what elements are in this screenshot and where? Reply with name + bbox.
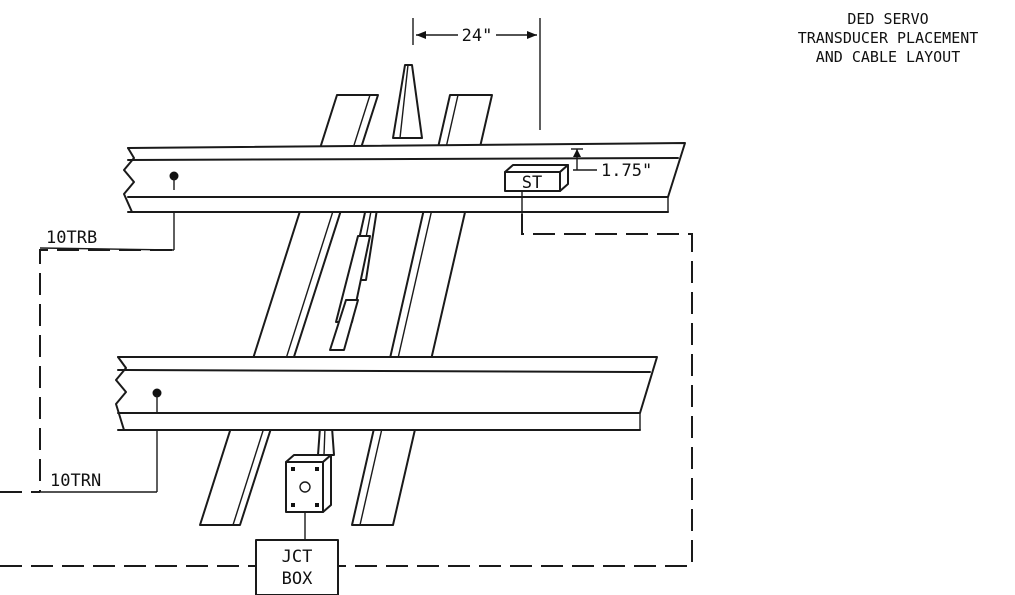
servo-transducer: ST	[504, 164, 569, 214]
diagram-title: DED SERVO TRANSDUCER PLACEMENT AND CABLE…	[798, 10, 979, 66]
spacing-dimension-label: 24"	[462, 26, 493, 46]
servo-transducer-label: ST	[522, 173, 542, 193]
junction-box: JCT BOX	[255, 539, 339, 595]
junction-box-label-line-1: JCT	[282, 547, 313, 567]
title-line-2: TRANSDUCER PLACEMENT	[798, 29, 979, 47]
upper-tie	[123, 142, 686, 213]
lower-tie	[115, 356, 658, 431]
spacing-dimension: 24"	[412, 18, 541, 130]
title-line-1: DED SERVO	[847, 10, 928, 28]
height-dimension: 1.75"	[571, 148, 652, 181]
junction-box-label-line-2: BOX	[282, 569, 313, 589]
lower-transducer: 10TRN	[40, 388, 162, 493]
lower-transducer-label: 10TRN	[50, 471, 101, 491]
cable-layout	[0, 214, 693, 567]
point-detector-box	[285, 454, 332, 513]
height-dimension-label: 1.75"	[601, 161, 652, 181]
upper-transducer-label: 10TRB	[46, 228, 97, 248]
title-line-3: AND CABLE LAYOUT	[816, 48, 961, 66]
